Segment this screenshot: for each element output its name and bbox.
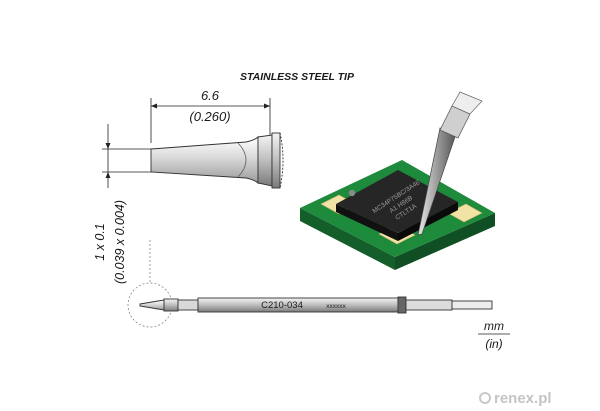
width-dimension: 6.6 (0.260): [150, 88, 271, 143]
watermark-text: renex.pl: [494, 390, 552, 407]
part-number-label: C210-034: [261, 300, 303, 311]
batch-code-label: xxxxxx: [326, 303, 346, 310]
tip-profile: [150, 132, 284, 189]
full-tip-neck: [177, 299, 199, 311]
full-tip-ring: [397, 296, 407, 314]
tip-collar: [257, 134, 273, 187]
full-tip: C210-034 xxxxxx: [139, 296, 493, 314]
dim-arrow-top: [105, 143, 111, 149]
watermark-logo: renex.pl: [479, 390, 552, 407]
chip-side-right: [398, 202, 458, 241]
tip-dimension: 1 x 0.1 (0.039 x 0.004): [93, 124, 153, 284]
watermark-icon: [479, 392, 491, 404]
tip-mm-label: 1 x 0.1: [93, 223, 107, 261]
tip-bevel-line: [237, 142, 247, 178]
full-tip-end: [451, 300, 493, 310]
width-mm-label: 6.6: [201, 88, 220, 103]
width-in-label: (0.260): [189, 109, 230, 124]
pcb-side-left: [300, 208, 395, 270]
units-in-label: (in): [485, 337, 502, 351]
iron-sleeve: [451, 91, 483, 115]
solder-pad-right: [447, 203, 483, 223]
chip-side-left: [336, 204, 398, 241]
tip-blade: [150, 135, 259, 185]
tip-sleeve: [271, 132, 281, 189]
units-mm-label: mm: [484, 319, 504, 333]
pcb-side-right: [395, 213, 495, 270]
dim-arrow-right: [264, 103, 270, 109]
chip-pin1-dot: [348, 189, 356, 197]
dim-arrow-left: [151, 103, 157, 109]
tip-break-line: [279, 132, 284, 189]
pcb-illustration: MC34P75BC/3A46 A1 H86B CTLT1A: [300, 91, 495, 270]
dim-arrow-bottom: [105, 172, 111, 178]
full-tip-collar: [163, 298, 179, 312]
full-tip-tail: [405, 299, 453, 311]
title-label: STAINLESS STEEL TIP: [240, 71, 355, 83]
tip-in-label: (0.039 x 0.004): [113, 200, 127, 284]
full-tip-point: [139, 299, 165, 311]
